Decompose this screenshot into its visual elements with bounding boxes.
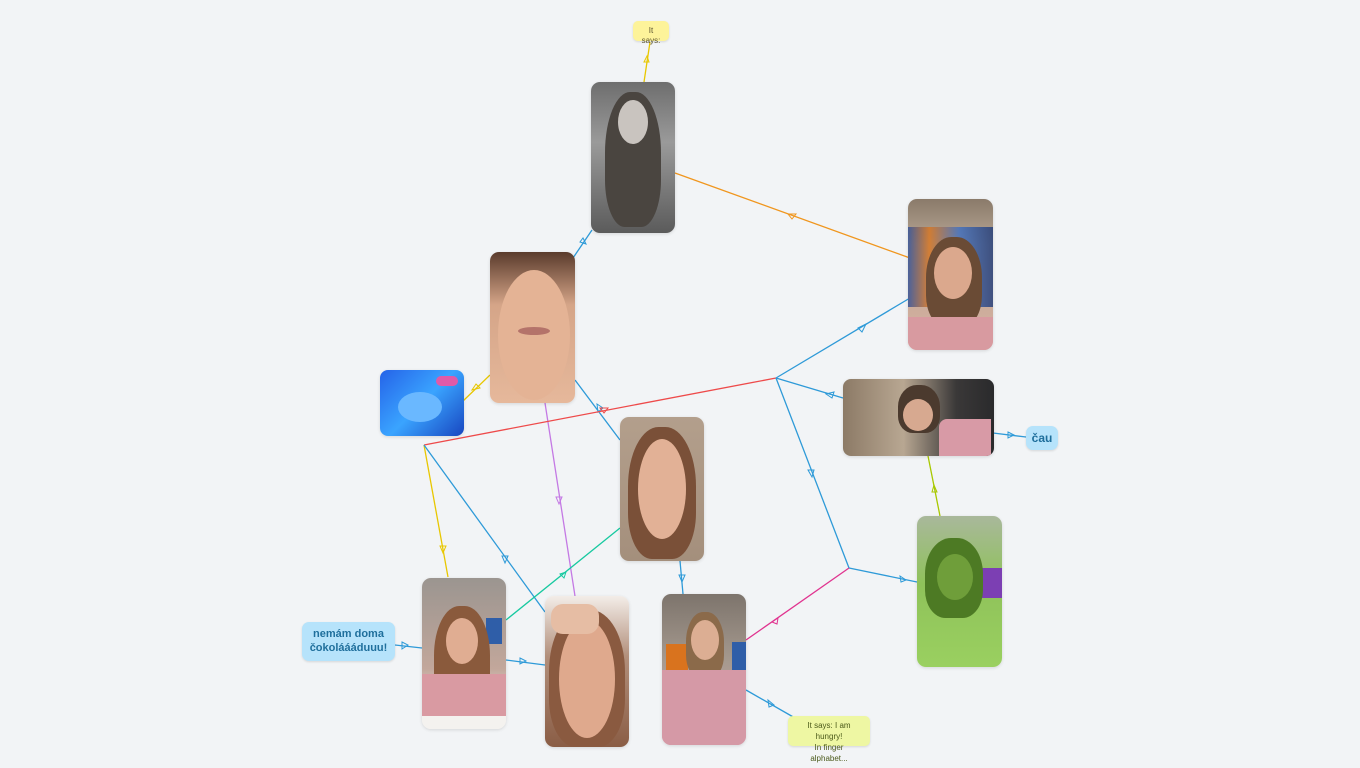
looking-down-portrait[interactable] [843,379,994,456]
link-blue-8 [423,444,546,613]
finger-nose-portrait[interactable] [545,596,629,747]
portrait-background-art [486,618,502,644]
portrait-face [559,620,615,738]
portrait-face [934,247,972,299]
cau-note-text: čau [1031,431,1053,445]
portrait-shirt [422,674,506,716]
arrow-marker [519,657,528,665]
sad-portrait[interactable] [422,578,506,729]
link-blue-4 [775,377,844,399]
link-blue-5 [775,377,850,569]
arrow-marker [643,54,650,63]
arrow-marker [767,698,775,708]
arrow-marker [559,571,567,579]
link-blue-12 [745,689,796,719]
portrait-shirt [939,419,991,456]
nemam-note-line2: čokoláááduuu! [309,642,388,654]
arrow-marker [401,641,409,650]
portrait-face [937,554,973,600]
portrait-face [398,392,442,422]
arrow-marker [596,402,604,413]
arrow-marker [439,545,447,555]
finger-alphabet-portrait[interactable] [662,594,746,745]
portrait-background-art [732,642,746,674]
portrait-face [498,270,570,400]
arrow-marker [770,616,779,625]
link-purple [544,402,576,597]
arrow-marker [1007,431,1016,439]
hungry-note-line1: It says: I am hungry! [807,721,851,741]
link-blue-9 [679,560,684,595]
link-blue-11 [394,644,423,649]
closeup-face-portrait[interactable] [490,252,575,403]
arrow-marker [899,574,908,583]
portrait-background-art [666,644,688,672]
arrow-marker [857,322,868,333]
link-blue-10 [505,659,546,666]
arrow-marker [470,383,481,391]
link-blue-6 [848,567,918,583]
green-tinted-portrait[interactable] [917,516,1002,667]
frown-portrait[interactable] [620,417,704,561]
link-magenta [745,567,850,641]
arrow-marker [678,574,686,584]
grayscale-portrait[interactable] [591,82,675,233]
arrow-marker [501,555,509,565]
portrait-face [446,618,478,664]
portrait-hand [551,604,599,634]
link-blue-1 [572,229,593,259]
arrow-marker [786,213,798,220]
link-yellow-3 [423,444,449,578]
blue-tinted-portrait[interactable] [380,370,464,436]
arrow-marker [807,469,815,479]
portrait-face [691,620,719,660]
portrait-lips [518,327,550,335]
link-orange [674,172,911,259]
link-blue-3 [775,297,911,379]
link-teal [505,527,621,621]
portrait-background-art [981,568,1002,598]
portrait-face [638,439,686,539]
portrait-table [422,716,506,729]
hungry-note-line2: In finger alphabet... [810,743,848,763]
portrait-highlight [436,376,458,386]
link-blue-7 [992,432,1027,438]
arrow-marker [931,483,938,493]
top-note[interactable]: It says: [633,21,669,45]
arrow-marker [824,391,835,399]
portrait-face [618,100,648,144]
portrait-shirt [908,317,993,350]
portrait-face [903,399,933,431]
link-red [423,377,777,446]
hungry-note[interactable]: It says: I am hungry! In finger alphabet… [788,716,870,763]
arrow-marker [579,237,587,245]
arrow-marker [598,407,610,414]
nemam-note-line1: nemám doma [313,628,384,640]
nemam-note[interactable]: nemám doma čokoláááduuu! [302,622,395,661]
grimace-portrait[interactable] [908,199,993,350]
portrait-shirt [662,670,746,745]
cau-note[interactable]: čau [1026,426,1058,450]
arrow-marker [555,496,563,506]
top-note-text: It says: [641,26,661,45]
